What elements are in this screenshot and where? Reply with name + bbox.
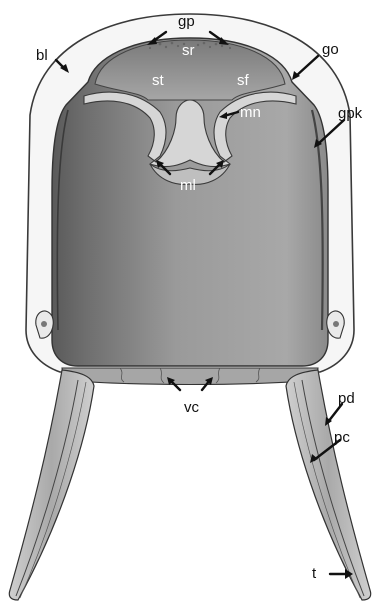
label-sr: sr — [182, 42, 195, 59]
pedalium-right — [286, 370, 371, 600]
label-t: t — [312, 565, 317, 582]
label-bl: bl — [36, 47, 48, 64]
label-gp: gp — [178, 13, 195, 30]
label-st: st — [152, 72, 165, 89]
label-mn: mn — [240, 104, 261, 121]
label-pd: pd — [338, 390, 355, 407]
label-vc: vc — [184, 399, 200, 416]
label-go: go — [322, 41, 339, 58]
label-gpk: gpk — [338, 105, 363, 122]
label-sf: sf — [237, 72, 250, 89]
velarium — [62, 368, 318, 385]
label-ml: ml — [180, 177, 196, 194]
label-pc: pc — [334, 429, 350, 446]
pedalium-left — [9, 370, 94, 600]
